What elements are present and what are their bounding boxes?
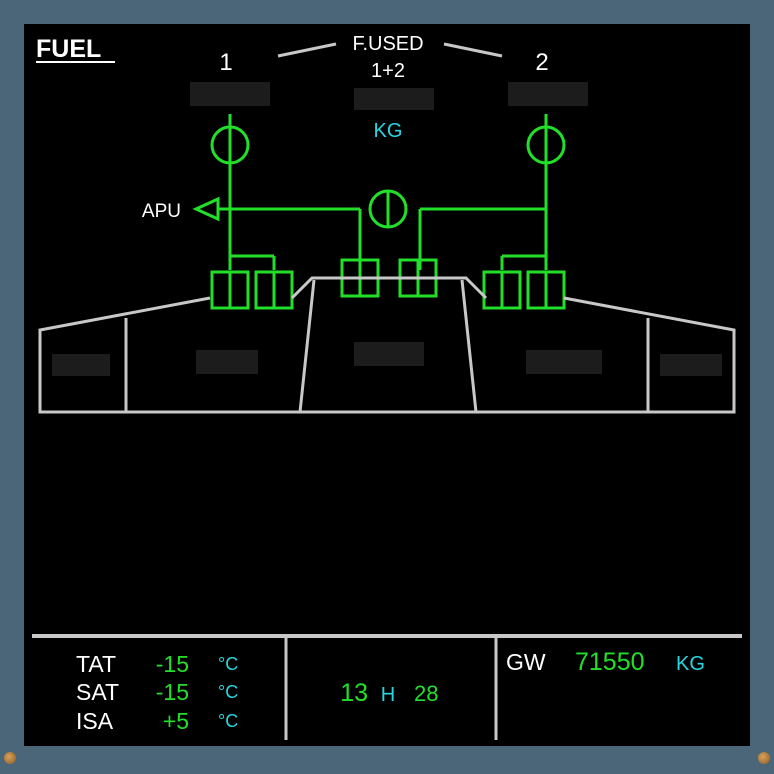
right-inner-tank-value	[526, 350, 602, 374]
fuel-used-unit: KG	[374, 120, 403, 142]
gw-value: 71550	[575, 648, 645, 676]
apu-label: APU	[142, 201, 181, 222]
isa-value: +5	[163, 708, 189, 734]
left-outer-tank-value	[52, 354, 110, 376]
center-tank-right-divider	[460, 279, 478, 413]
screw-icon	[4, 752, 16, 764]
fuel-used-sublabel: 1+2	[371, 60, 405, 82]
center-tank-value	[354, 342, 424, 366]
screw-icon	[758, 752, 770, 764]
tat-label: TAT	[76, 651, 116, 677]
wing-outline	[38, 296, 736, 414]
gw-unit: KG	[676, 653, 705, 675]
isa-label: ISA	[76, 708, 114, 734]
fuel-synoptic: FUEL 1 2 F.USED 1+2 KG	[32, 33, 742, 740]
engine-2-fuel-used-value	[508, 82, 588, 106]
fuel-lines	[192, 114, 566, 310]
fuel-used-bracket-right	[443, 42, 503, 58]
sat-value: -15	[156, 679, 189, 705]
page-title: FUEL	[36, 35, 101, 63]
engine-2-label: 2	[535, 49, 548, 76]
tat-value: -15	[156, 651, 189, 677]
sat-label: SAT	[76, 679, 119, 705]
center-tank-left-divider	[298, 279, 316, 413]
left-inner-tank-value	[196, 350, 258, 374]
time-h-label: H	[381, 684, 395, 706]
sat-unit: °C	[218, 682, 238, 702]
fuel-used-label: F.USED	[352, 33, 423, 55]
right-outer-tank-value	[660, 354, 722, 376]
ecam-screen: FUEL 1 2 F.USED 1+2 KG	[24, 24, 750, 746]
fuel-used-bracket-left	[277, 42, 337, 58]
apu-triangle-icon	[192, 196, 220, 222]
tank-outline	[38, 276, 736, 414]
gw-label: GW	[506, 649, 546, 675]
fuel-used-total-value	[354, 88, 434, 110]
isa-unit: °C	[218, 711, 238, 731]
tat-unit: °C	[218, 654, 238, 674]
time-minutes: 28	[414, 681, 438, 706]
engine-1-fuel-used-value	[190, 82, 270, 106]
time-hours: 13	[340, 679, 368, 707]
engine-1-label: 1	[219, 49, 232, 76]
